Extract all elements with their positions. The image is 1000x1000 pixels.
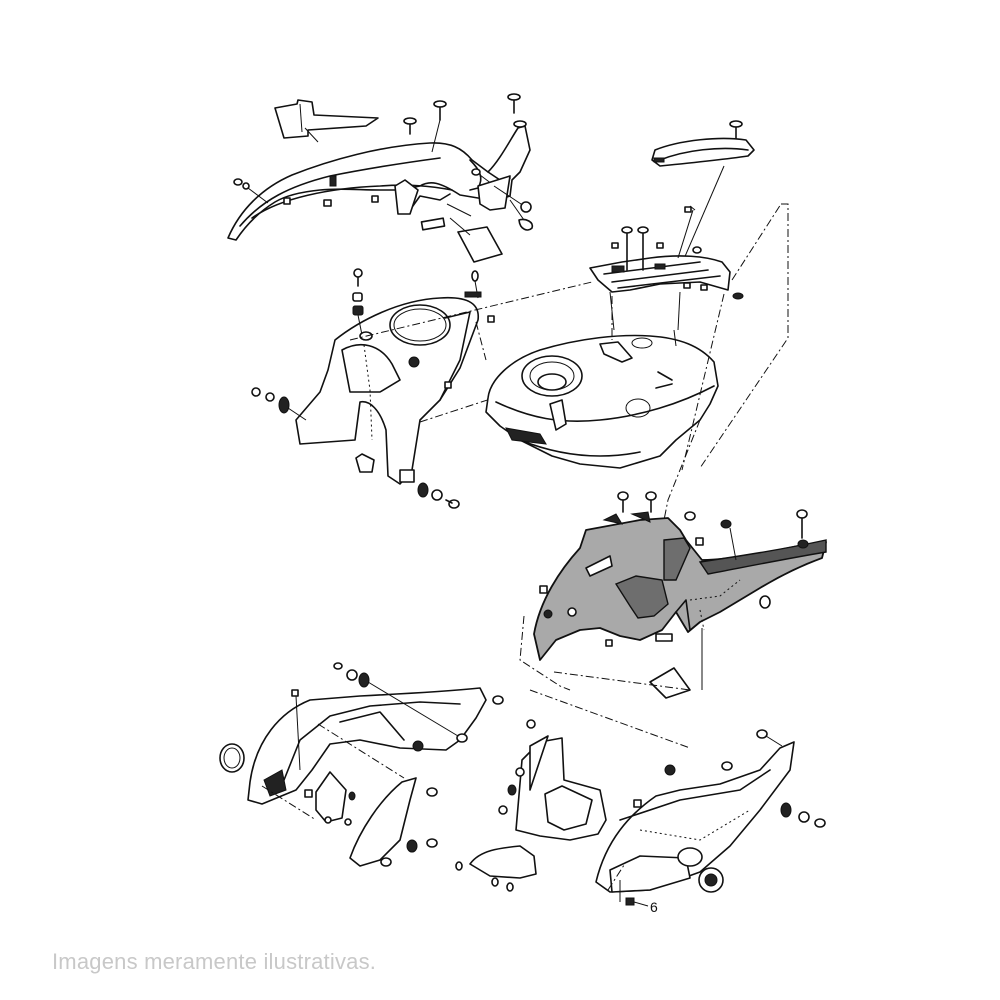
tank-top-cover: [589, 120, 789, 469]
side-fairing-panel: [519, 491, 827, 749]
disclaimer-caption: Imagens meramente ilustrativas.: [52, 949, 377, 974]
clip-nut-icon: [625, 897, 635, 906]
tank-cover-bracket: [251, 268, 601, 509]
upper-front-cowl: [227, 93, 534, 263]
inner-front-cowl-frame: [219, 662, 504, 867]
lower-fairing: 6: [455, 719, 826, 915]
screw-icon: [233, 93, 527, 207]
callout-number: 6: [650, 899, 658, 915]
fuel-tank: [485, 293, 725, 561]
